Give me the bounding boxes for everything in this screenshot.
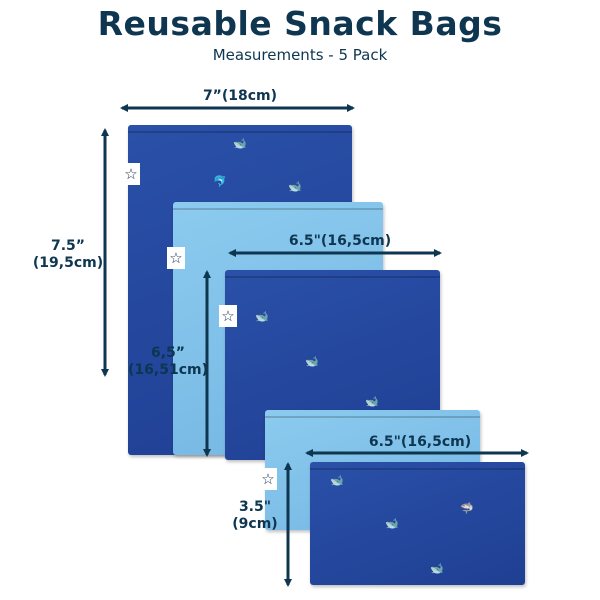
whale-icon: 🐋 bbox=[330, 474, 344, 487]
whale-icon: 🐬 bbox=[213, 175, 227, 188]
whale-icon: 🦈 bbox=[460, 502, 474, 515]
whale-icon: 🐋 bbox=[288, 180, 302, 193]
large-height-label: 7.5” (19,5cm) bbox=[28, 238, 108, 272]
large-height-cm: (19,5cm) bbox=[32, 255, 104, 271]
page-title: Reusable Snack Bags bbox=[97, 4, 503, 43]
star-icon: ☆ bbox=[167, 247, 185, 269]
small-bag-dark: 🐋 🦈 🐋 🐋 bbox=[310, 462, 525, 585]
zipper bbox=[310, 462, 525, 470]
whale-icon: 🐋 bbox=[365, 395, 379, 408]
medium-height-cm: (16,51cm) bbox=[128, 362, 208, 378]
zipper bbox=[128, 125, 352, 133]
star-icon: ☆ bbox=[122, 163, 140, 185]
medium-height-in: 6,5” bbox=[150, 345, 185, 361]
small-height-cm: (9cm) bbox=[232, 516, 278, 532]
whale-icon: 🐋 bbox=[255, 310, 269, 323]
zipper bbox=[173, 202, 383, 210]
medium-width-label: 6.5"(16,5cm) bbox=[288, 233, 392, 249]
star-icon: ☆ bbox=[219, 305, 237, 327]
whale-icon: 🐋 bbox=[305, 355, 319, 368]
whale-icon: 🐋 bbox=[385, 517, 399, 530]
small-width-label: 6.5"(16,5cm) bbox=[368, 434, 472, 450]
large-width-label: 7”(18cm) bbox=[202, 88, 278, 104]
whale-icon: 🐋 bbox=[430, 562, 444, 575]
small-height-label: 3.5" (9cm) bbox=[225, 499, 285, 533]
large-height-in: 7.5” bbox=[50, 238, 85, 254]
zipper bbox=[225, 270, 440, 278]
zipper bbox=[265, 410, 480, 418]
star-icon: ☆ bbox=[259, 468, 277, 490]
page-subtitle: Measurements - 5 Pack bbox=[212, 46, 388, 64]
medium-height-label: 6,5” (16,51cm) bbox=[128, 345, 208, 379]
whale-icon: 🐋 bbox=[233, 137, 247, 150]
small-height-in: 3.5" bbox=[238, 499, 272, 515]
